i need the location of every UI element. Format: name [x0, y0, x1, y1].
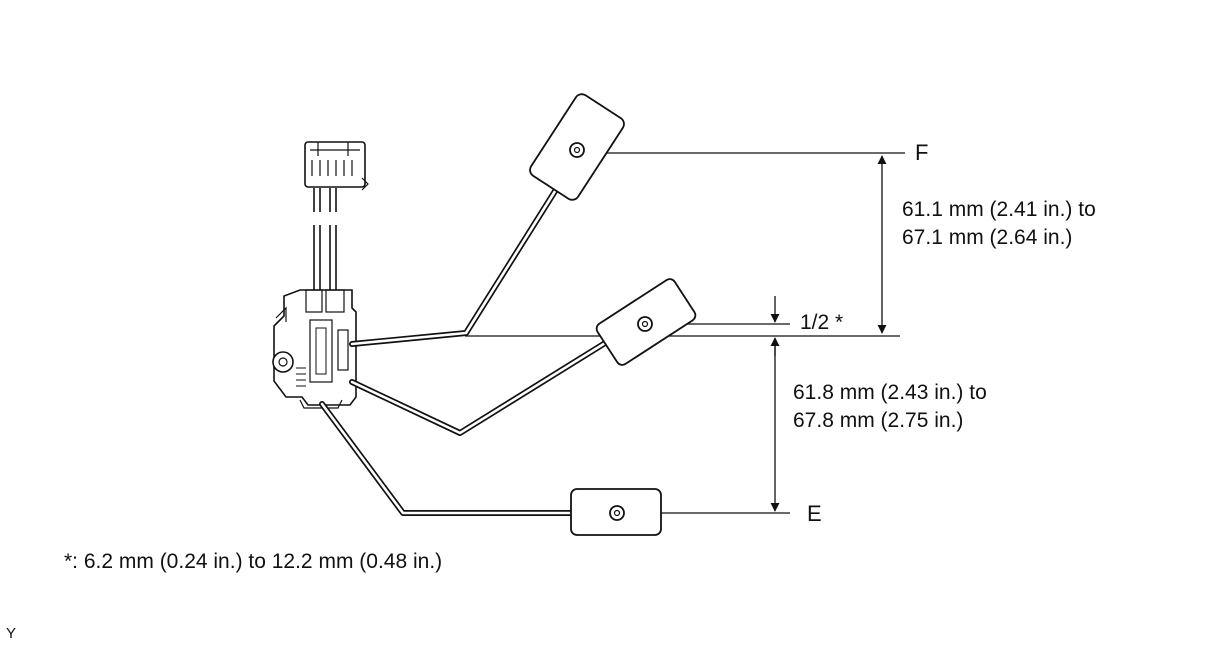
arm-empty: [319, 401, 578, 516]
label-full: F: [915, 140, 929, 165]
floats: [529, 93, 697, 536]
sender-mount-hole: [272, 351, 294, 373]
footnote: *: 6.2 mm (0.24 in.) to 12.2 mm (0.48 in…: [64, 550, 443, 573]
label-half: 1/2 *: [800, 311, 844, 334]
connector-plug: [304, 141, 366, 188]
lower-dimension-line1: 61.8 mm (2.43 in.) to: [793, 381, 987, 404]
upper-dimension-line2: 67.1 mm (2.64 in.): [902, 226, 1073, 249]
label-empty: E: [807, 501, 822, 526]
connector-assembly: [304, 141, 369, 292]
upper-dimension-line1: 61.1 mm (2.41 in.) to: [902, 198, 1096, 221]
float-arms: [319, 185, 613, 516]
dimension-arrows: [770, 155, 887, 512]
sender-body: [272, 289, 357, 409]
corner-mark: Y: [6, 625, 17, 642]
lower-dimension-line2: 67.8 mm (2.75 in.): [793, 409, 964, 432]
arm-full: [349, 185, 560, 347]
